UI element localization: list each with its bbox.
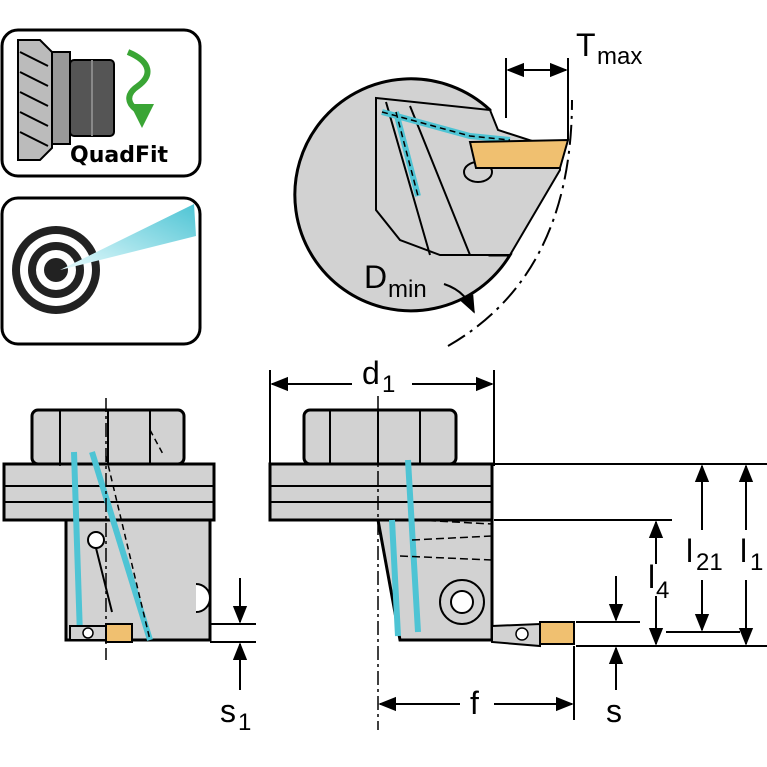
d1-label: d xyxy=(362,355,380,391)
tmax-label: T xyxy=(576,27,596,63)
tmax-subscript: max xyxy=(597,43,642,70)
side-view-right: d 1 l 4 l 21 l 1 s f xyxy=(268,355,767,730)
side-view-left: s 1 xyxy=(2,398,256,736)
s1-subscript: 1 xyxy=(238,709,251,736)
l1-label: l xyxy=(740,533,747,569)
s-label: s xyxy=(606,693,622,729)
internal-coolant-icon xyxy=(0,196,202,346)
quadfit-coupling-icon: QuadFit xyxy=(0,28,202,178)
f-label: f xyxy=(470,685,479,721)
l21-subscript: 21 xyxy=(696,549,723,576)
s1-label: s xyxy=(220,693,236,729)
l4-label: l xyxy=(648,559,655,595)
l4-subscript: 4 xyxy=(656,577,669,604)
l21-label: l xyxy=(686,533,693,569)
dmin-subscript: min xyxy=(388,276,427,303)
l1-subscript: 1 xyxy=(750,549,763,576)
quadfit-label: QuadFit xyxy=(70,143,169,168)
end-view: T max D min xyxy=(293,27,642,347)
d1-subscript: 1 xyxy=(382,371,395,398)
dmin-label: D xyxy=(364,259,387,295)
